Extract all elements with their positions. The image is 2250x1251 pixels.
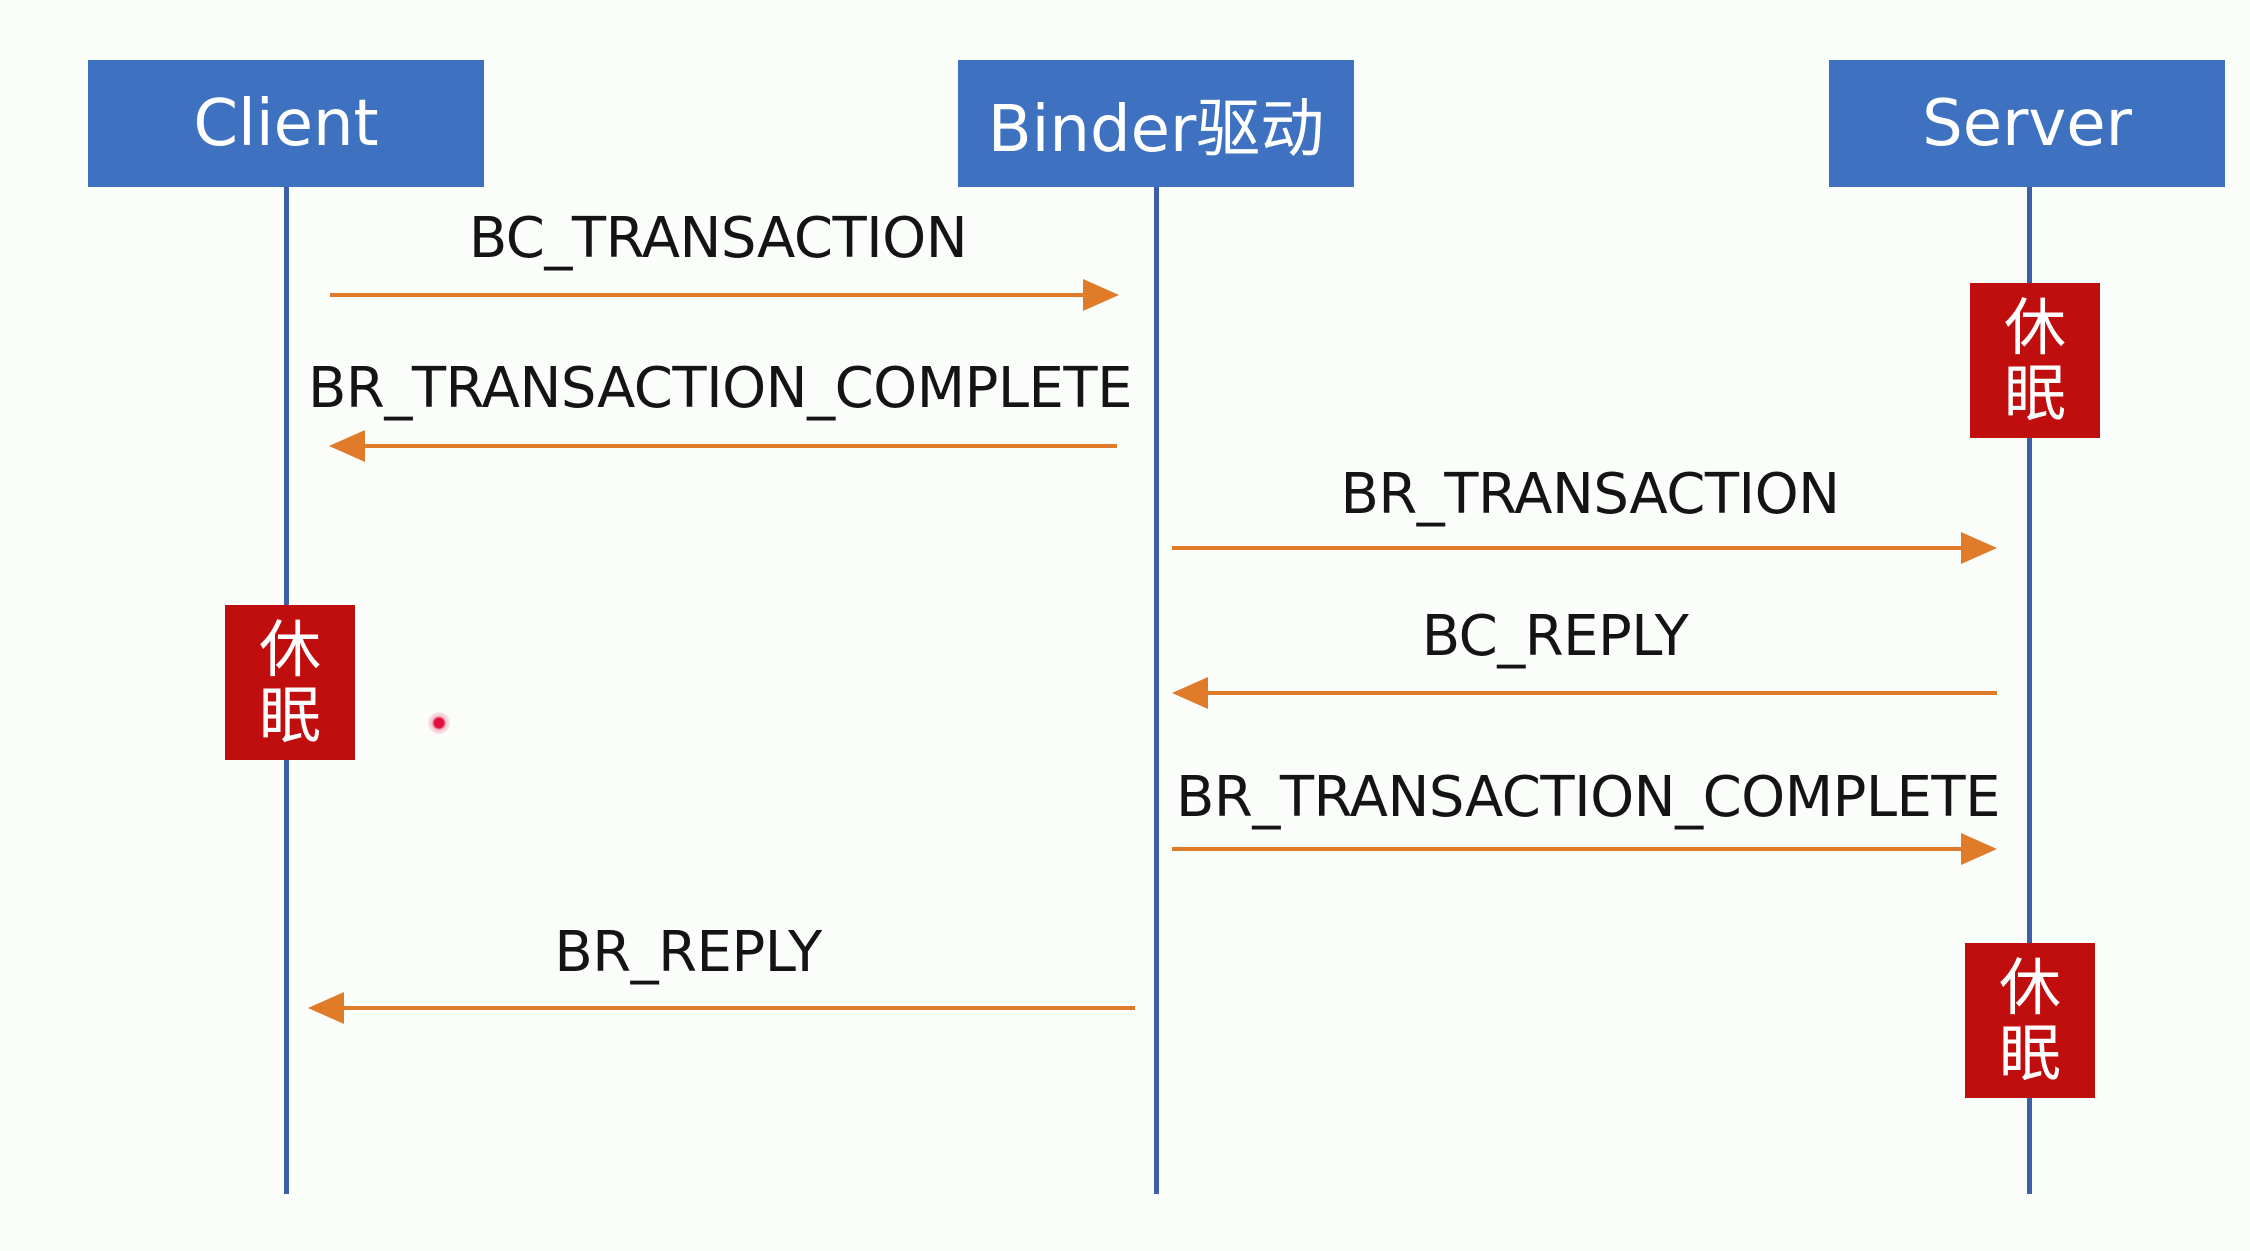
message-label-br-reply: BR_REPLY (554, 920, 822, 985)
message-label-bc-reply: BC_REPLY (1421, 604, 1689, 669)
actor-binder-driver-label: Binder驱动 (987, 92, 1325, 167)
sleep-char-1: 休 (258, 612, 321, 686)
actor-client-label: Client (193, 86, 379, 161)
sleep-char-2: 眠 (2003, 356, 2066, 430)
lifeline-server (2027, 187, 2032, 1194)
cursor-pointer-icon (428, 712, 450, 734)
actor-client: Client (88, 60, 484, 187)
message-label-br-transaction-complete-client: BR_TRANSACTION_COMPLETE (307, 356, 1133, 421)
message-label-br-transaction-complete-server: BR_TRANSACTION_COMPLETE (1175, 765, 2001, 830)
message-label-br-transaction: BR_TRANSACTION (1340, 462, 1840, 527)
actor-binder-driver: Binder驱动 (958, 60, 1354, 187)
sleep-badge-server-2: 休 眠 (1965, 943, 2095, 1098)
sleep-char-2: 眠 (258, 678, 321, 752)
sleep-char-2: 眠 (1998, 1016, 2061, 1090)
sleep-char-1: 休 (2003, 290, 2066, 364)
actor-server-label: Server (1922, 86, 2132, 161)
message-label-bc-transaction: BC_TRANSACTION (468, 206, 968, 271)
sleep-char-1: 休 (1998, 950, 2061, 1024)
lifeline-binder-driver (1154, 187, 1159, 1194)
sleep-badge-server-1: 休 眠 (1970, 283, 2100, 438)
sleep-badge-client: 休 眠 (225, 605, 355, 760)
actor-server: Server (1829, 60, 2225, 187)
